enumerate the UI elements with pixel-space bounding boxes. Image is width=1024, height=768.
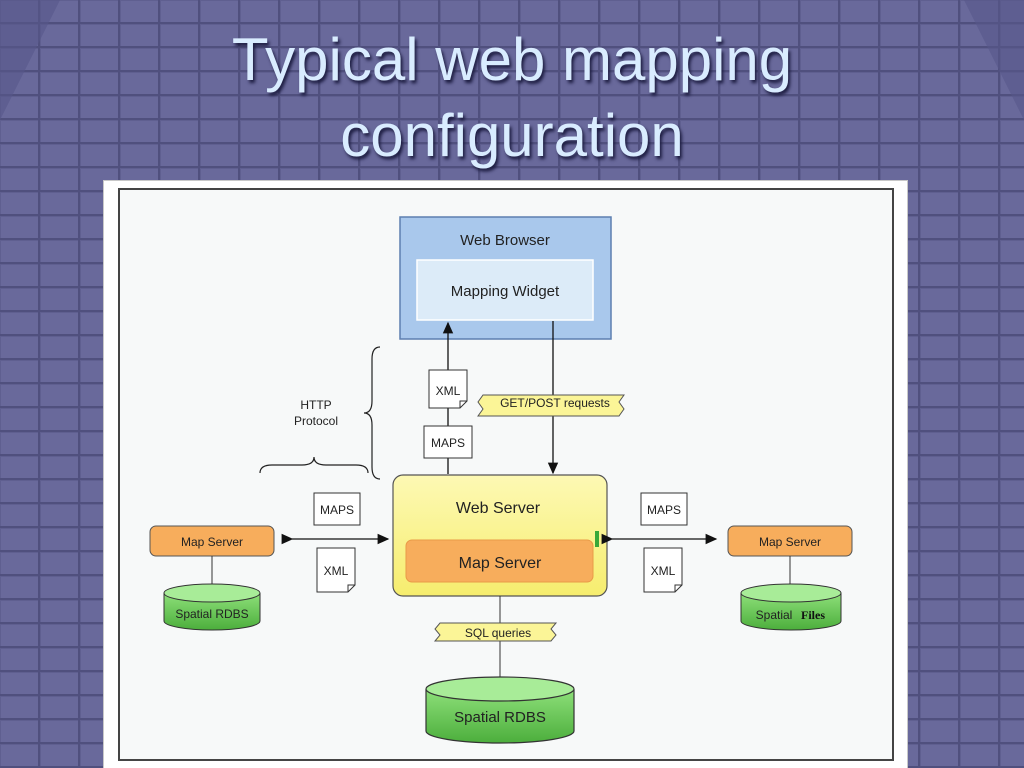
http-label: HTTP [300,398,331,412]
slide-title: Typical web mapping configuration [0,22,1024,174]
title-line-1: Typical web mapping [231,26,793,93]
spatial-files-right-db: Spatial Files [740,583,842,631]
map-server-center-label: Map Server [459,555,542,572]
map-server-center-box [405,539,594,583]
sql-queries-label: SQL queries [465,626,531,640]
get-post-requests-tag: GET/POST requests [477,394,625,417]
map-server-left-label: Map Server [181,535,243,549]
mapping-widget-label: Mapping Widget [451,283,560,300]
xml-left-label: XML [324,564,349,578]
web-mapping-diagram: Web Browser Mapping Widget XML MAPS GET/… [149,216,853,744]
xml-document-right: XML [643,547,683,593]
maps-left-label: MAPS [320,503,354,517]
xml-document-left: XML [316,547,356,593]
spatial-rdbs-bottom-label: Spatial RDBS [454,709,546,726]
web-browser-label: Web Browser [460,232,550,249]
spatial-rdbs-left-label: Spatial RDBS [175,607,248,621]
map-server-right-box: Map Server [727,525,853,557]
files-right-label: Files [801,608,825,622]
maps-document-right: MAPS [640,492,688,526]
http-horizontal-brace [259,456,369,474]
status-marker [595,531,599,547]
mapping-widget-box [416,259,594,321]
spatial-right-label: Spatial [756,608,793,622]
xml-document-top: XML [428,369,468,409]
xml-top-label: XML [436,384,461,398]
sql-queries-tag: SQL queries [433,622,558,642]
maps-top-label: MAPS [431,436,465,450]
spatial-rdbs-left-db: Spatial RDBS [163,583,261,631]
protocol-label: Protocol [294,414,338,428]
map-server-left-box: Map Server [149,525,275,557]
http-vertical-brace [363,346,381,480]
web-browser-box: Web Browser Mapping Widget [399,216,612,340]
diagram-panel: Web Browser Mapping Widget XML MAPS GET/… [104,181,907,768]
web-server-box: Web Server Map Server [392,474,608,597]
maps-document-top: MAPS [423,425,473,459]
get-post-label: GET/POST requests [500,396,610,410]
map-server-right-label: Map Server [759,535,821,549]
spatial-rdbs-bottom-db: Spatial RDBS [425,676,575,744]
title-line-2: configuration [340,102,684,169]
web-server-label: Web Server [456,500,541,517]
maps-right-label: MAPS [647,503,681,517]
maps-document-left: MAPS [313,492,361,526]
xml-right-label: XML [651,564,676,578]
